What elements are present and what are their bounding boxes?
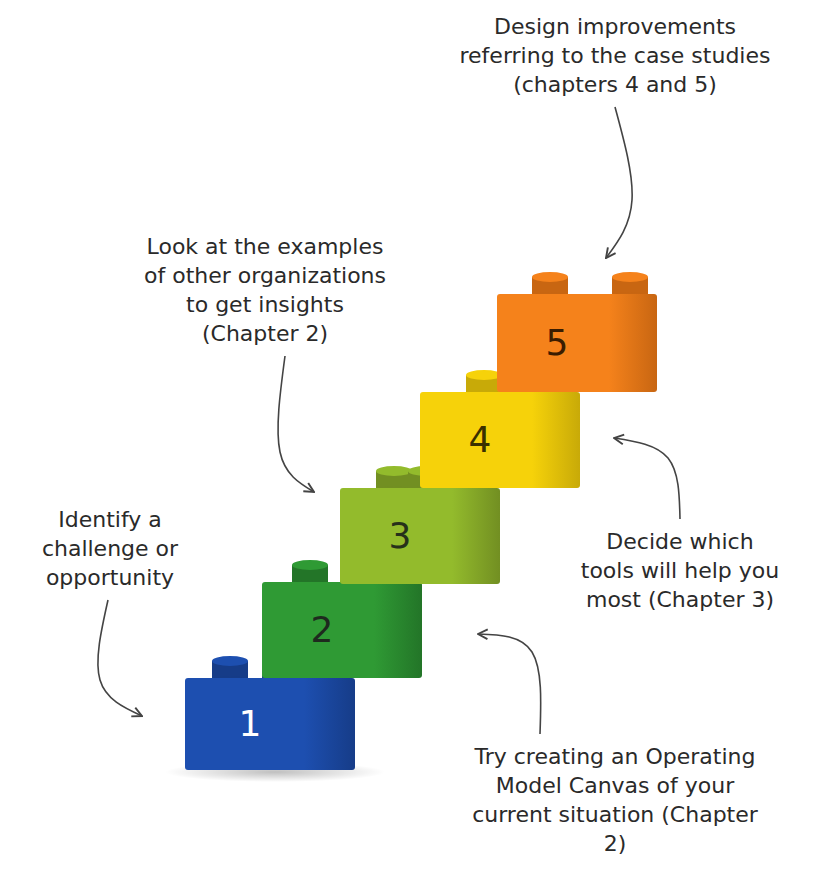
lego-brick: 3	[340, 488, 500, 584]
stud-top	[376, 466, 412, 476]
lego-brick: 4	[420, 392, 580, 488]
leader-arrow	[614, 438, 680, 519]
step-number: 5	[546, 325, 569, 361]
callout-text: Look at the examples of other organizati…	[135, 232, 395, 348]
lego-brick: 5	[497, 294, 657, 392]
stud-top	[612, 272, 648, 282]
callout-text: Design improvements referring to the cas…	[445, 12, 785, 99]
stud-top	[532, 272, 568, 282]
step-number: 2	[311, 612, 334, 648]
step-number: 3	[389, 518, 412, 554]
leader-arrow	[278, 356, 314, 492]
step-number: 1	[239, 706, 262, 742]
leader-arrow	[478, 634, 541, 734]
lego-brick: 2	[262, 582, 422, 678]
leader-arrow	[98, 600, 142, 716]
stud-top	[212, 656, 248, 666]
step-number: 4	[469, 422, 492, 458]
callout-text: Try creating an Operating Model Canvas o…	[470, 742, 760, 858]
leader-arrow	[606, 107, 632, 258]
stud-top	[292, 560, 328, 570]
callout-text: Identify a challenge or opportunity	[5, 505, 215, 592]
lego-brick: 1	[185, 678, 355, 770]
callout-text: Decide which tools will help you most (C…	[580, 527, 780, 614]
